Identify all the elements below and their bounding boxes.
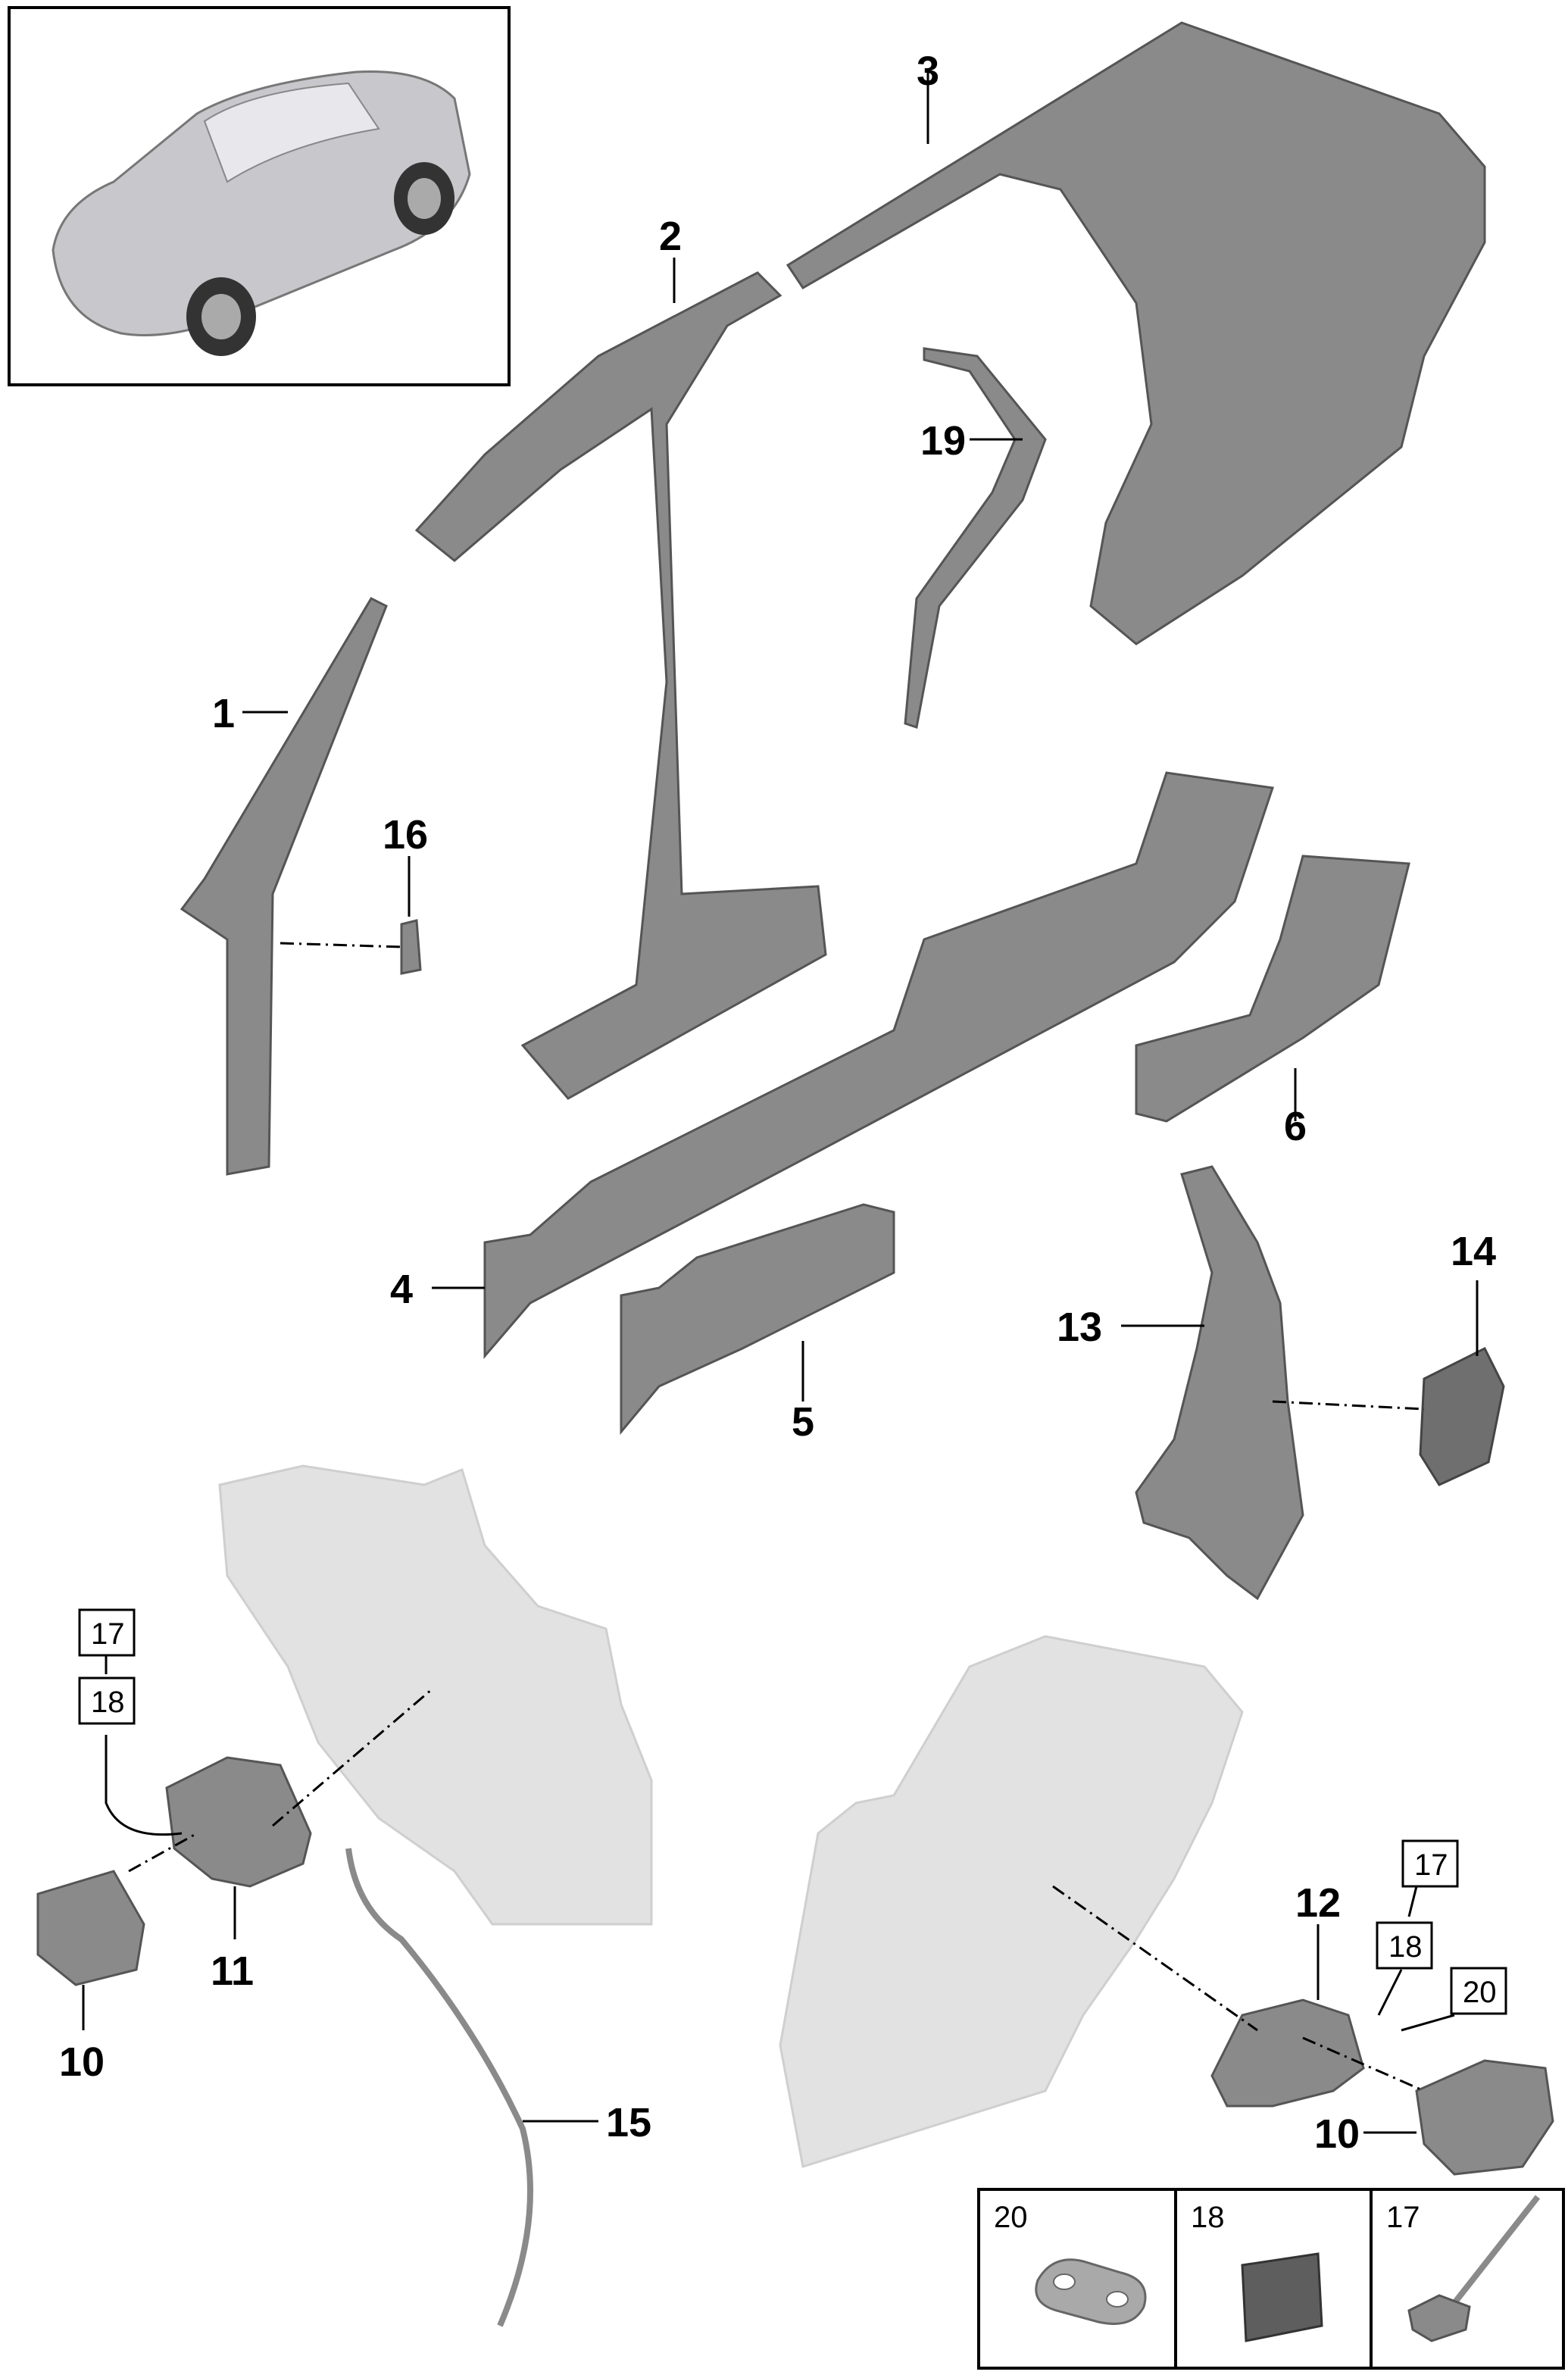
boxed-18-left-label: 18 (91, 1686, 125, 1719)
part-15-drain-hose[interactable] (345, 1848, 533, 2327)
callout-12: 12 (1295, 1880, 1341, 1926)
callout-4: 4 (390, 1267, 413, 1312)
callout-3: 3 (917, 48, 939, 94)
thumbnail-frame (8, 6, 511, 386)
part-10-filler-flap-right[interactable] (1415, 2059, 1554, 2176)
callout-10-right: 10 (1314, 2111, 1360, 2157)
boxed-20-right-label: 20 (1463, 1976, 1497, 2009)
dash-16 (280, 942, 402, 948)
dash-12 (1052, 1885, 1258, 2032)
part-3-quarter-panel[interactable] (786, 21, 1486, 645)
legend-item-20-label: 20 (994, 2201, 1028, 2234)
vehicle-thumbnail (8, 6, 511, 386)
drain-hose-clip-icon (1407, 2195, 1541, 2342)
part-6-sill-extension[interactable] (1135, 855, 1410, 1123)
leader-18-right (1377, 1969, 1403, 2016)
ghost-quarter-panel-right (779, 1635, 1244, 2168)
ghost-quarter-panel-left (218, 1464, 653, 1926)
callout-5: 5 (792, 1399, 814, 1445)
callout-14: 14 (1451, 1229, 1496, 1274)
foam-pad-icon (1241, 2252, 1323, 2342)
dash-11 (272, 1688, 433, 1827)
callout-13: 13 (1057, 1305, 1102, 1350)
boxed-18-left (78, 1676, 136, 1725)
callout-15: 15 (606, 2100, 651, 2145)
front-rim-icon (201, 294, 241, 339)
rear-rim-icon (408, 178, 441, 219)
part-13-wheelhouse-panel[interactable] (1135, 1165, 1304, 1601)
part-19-trim-strip[interactable] (904, 347, 1047, 729)
callout-19: 19 (920, 418, 966, 464)
part-11-filler-housing[interactable] (165, 1756, 312, 1888)
part-5-inner-sill[interactable] (620, 1203, 895, 1436)
windshield-icon (203, 82, 380, 183)
legend-table: 20 18 17 (977, 2188, 1565, 2370)
callout-16: 16 (383, 812, 428, 858)
boxed-17-left-label: 17 (91, 1617, 125, 1651)
callout-1: 1 (212, 691, 235, 736)
boxed-17-left (78, 1608, 136, 1657)
boxed-18-right-label: 18 (1388, 1930, 1423, 1964)
legend-frame (977, 2188, 1565, 2370)
part-12-filler-housing-right[interactable] (1210, 1998, 1365, 2108)
callout-2: 2 (659, 214, 682, 259)
leader-17-right (1407, 1886, 1418, 1917)
part-16-bracket[interactable] (400, 919, 422, 975)
leader-20-right (1401, 2014, 1455, 2032)
leader-18-left (105, 1735, 183, 1836)
part-4-side-sill[interactable] (483, 771, 1274, 1360)
callout-11: 11 (211, 1948, 254, 1994)
dash-14 (1272, 1400, 1425, 1411)
vehicle-body-icon (52, 70, 471, 336)
part-10-filler-flap-left[interactable] (36, 1870, 145, 1986)
boxed-20-right (1450, 1967, 1507, 2015)
dash-10-right (1302, 2036, 1425, 2092)
part-14-cover-plate[interactable] (1419, 1346, 1505, 1486)
legend-item-18-label: 18 (1191, 2201, 1225, 2234)
boxed-17-right-label: 17 (1414, 1848, 1448, 1882)
boxed-18-right (1376, 1921, 1433, 1970)
dash-10-left (128, 1832, 198, 1873)
callout-6: 6 (1284, 1104, 1307, 1149)
boxed-17-right (1401, 1839, 1459, 1888)
legend-item-17-label: 17 (1386, 2201, 1420, 2234)
washer-plate-icon (1035, 2258, 1147, 2325)
part-2-b-pillar[interactable] (414, 271, 827, 1100)
part-1-a-pillar[interactable] (180, 597, 388, 1176)
callout-10-left: 10 (59, 2039, 105, 2085)
